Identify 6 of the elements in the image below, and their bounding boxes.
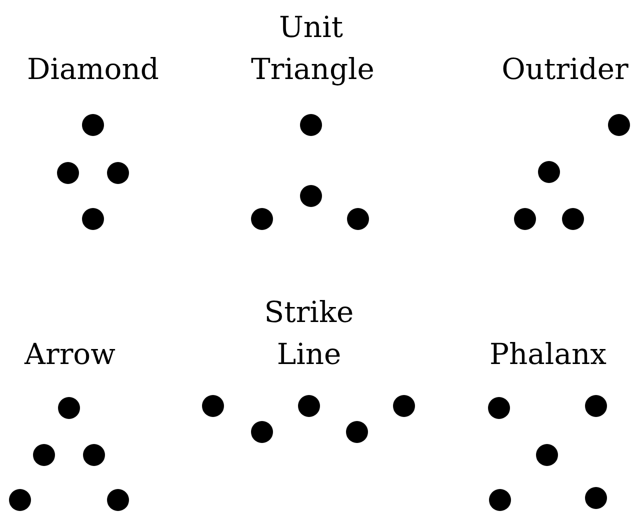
formation-label: Outrider [500,51,630,88]
formation-label: Arrow [23,336,116,373]
formation-label: Unit Triangle [251,9,371,88]
formation-label: Phalanx [488,336,608,373]
formation-label: Diamond [26,51,160,88]
formation-label: Strike Line [263,294,355,373]
